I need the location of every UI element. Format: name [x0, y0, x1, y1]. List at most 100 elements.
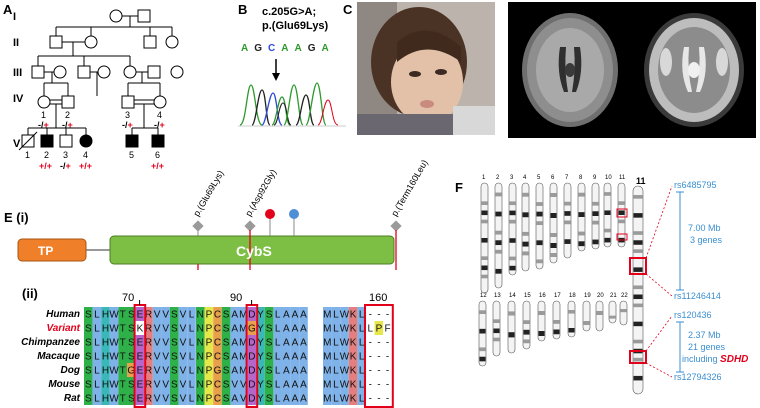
alignment-residue: V [162, 394, 169, 405]
alignment-cell [178, 391, 188, 405]
alignment-cell [84, 377, 93, 391]
alignment-residue: S [85, 338, 92, 349]
alignment-residue: T [120, 310, 126, 321]
alignment-residue: V [154, 366, 161, 377]
alignment-residue: - [369, 338, 372, 349]
alignment-cell [247, 307, 257, 321]
alignment-residue: V [154, 394, 161, 405]
alignment-residue: S [128, 394, 135, 405]
alignment-cell [340, 377, 349, 391]
alignment-cell [239, 349, 248, 363]
alignment-cell [323, 349, 332, 363]
alignment-cell [290, 321, 300, 335]
chromosome-band [509, 265, 516, 271]
alignment-residue: V [154, 338, 161, 349]
alignment-cell [290, 335, 300, 349]
chromosome-band [633, 303, 643, 308]
alignment-cell [204, 335, 214, 349]
alignment-residue: W [340, 366, 350, 377]
chromosome-band [564, 239, 571, 244]
chromosome-11-zoom-label: 11 [636, 176, 646, 186]
alignment-cell [84, 307, 93, 321]
alignment-residue: M [239, 310, 247, 321]
alignment-cell [290, 307, 300, 321]
chromosome-band [536, 221, 543, 226]
region2-including: including SDHD [682, 354, 749, 365]
chromosome-band [564, 201, 571, 206]
alignment-cell [187, 391, 196, 405]
alignment-residue: V [240, 394, 247, 405]
alignment-cell [152, 349, 162, 363]
alignment-cell [161, 363, 170, 377]
genotype-IV4: -/+ [154, 120, 165, 130]
alignment-residue: P [206, 366, 213, 377]
alignment-residue: - [386, 380, 389, 391]
chromosome-band [523, 320, 530, 325]
alignment-residue: H [102, 366, 109, 377]
pedigree-id-IV3: 3 [125, 110, 131, 120]
alignment-residue: A [231, 324, 238, 335]
chromosome-band [495, 211, 502, 217]
alignment-residue: L [189, 366, 195, 377]
chromosome-band [633, 195, 643, 199]
alignment-cell [331, 391, 341, 405]
alignment-residue: - [377, 380, 380, 391]
alignment-cell [331, 321, 341, 335]
alignment-residue: A [283, 324, 290, 335]
alignment-residue: A [283, 338, 290, 349]
alignment-cell [92, 335, 102, 349]
alignment-cell [357, 321, 366, 335]
alignment-cell [170, 391, 179, 405]
alignment-cell [383, 321, 392, 335]
alignment-residue: S [223, 366, 230, 377]
alignment-cell [161, 391, 170, 405]
mri-panel [508, 2, 756, 138]
pedigree-male-II3 [143, 35, 157, 49]
alignment-residue: L [359, 310, 365, 321]
alignment-cell [135, 391, 145, 405]
alignment-cell [101, 377, 110, 391]
chromosome-label-2: 2 [496, 175, 500, 181]
chromosome-band [550, 243, 557, 248]
alignment-residue: Y [257, 352, 264, 363]
alignment-cell [101, 307, 110, 321]
genotype-IV1: -/+ [38, 120, 49, 130]
alignment-cell [118, 363, 127, 377]
alignment-cell [127, 321, 136, 335]
alignment-residue: V [154, 380, 161, 391]
alignment-residue: T [120, 380, 126, 391]
alignment-residue: M [323, 338, 331, 349]
alignment-residue: E [137, 310, 144, 321]
alignment-residue: L [368, 324, 374, 335]
alignment-residue: S [171, 352, 178, 363]
alignment-cell [348, 335, 358, 349]
alignment-residue: S [171, 338, 178, 349]
alignment-cell [348, 391, 358, 405]
chromosome-band [522, 231, 529, 236]
alignment-residue: S [266, 394, 273, 405]
alignment-cell [247, 363, 257, 377]
alignment-cell [84, 363, 93, 377]
alignment-cell [187, 349, 196, 363]
alignment-residue: K [350, 352, 357, 363]
alignment-residue: L [275, 380, 281, 391]
alignment-cell [118, 391, 127, 405]
alignment-cell [366, 321, 375, 335]
alignment-residue: S [171, 324, 178, 335]
trace-blue-1 [261, 92, 283, 126]
alignment-residue: L [94, 352, 100, 363]
chromosome-ideogram [535, 182, 544, 270]
chromosome-label-22: 22 [621, 293, 628, 299]
chromosome-band [508, 332, 515, 338]
alignment-cell [109, 321, 119, 335]
alignment-cell [348, 377, 358, 391]
region1-bottom-snp: rs11246414 [674, 291, 721, 301]
chromosome-label-6: 6 [551, 175, 555, 181]
zoom-guide-line [645, 273, 673, 297]
alignment-residue: S [85, 394, 92, 405]
alignment-residue: C [214, 338, 221, 349]
chromosome-band [495, 230, 502, 235]
alignment-cell [230, 335, 239, 349]
chromosome-band [481, 238, 488, 243]
alignment-residue: - [386, 366, 389, 377]
